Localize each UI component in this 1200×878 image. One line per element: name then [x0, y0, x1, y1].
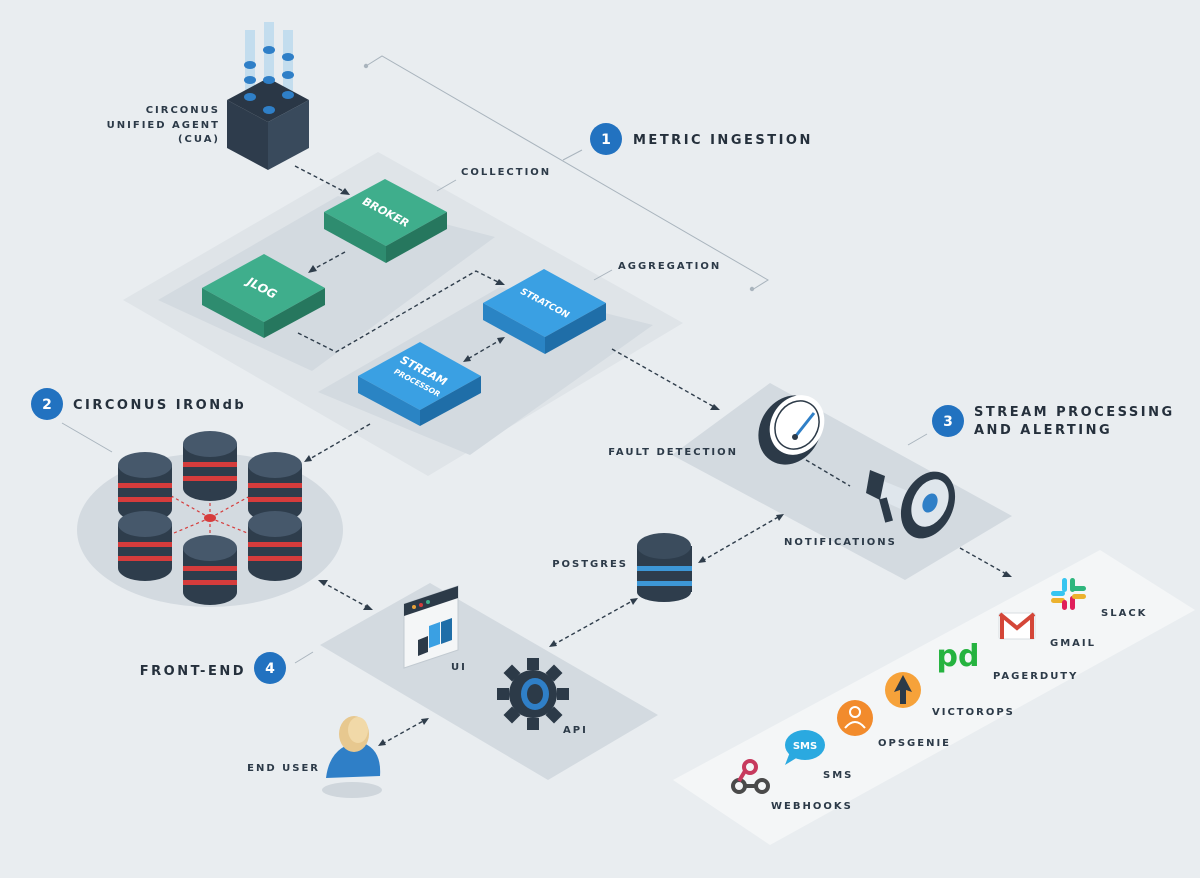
- opsgenie-icon: [837, 700, 873, 736]
- aggregation-label: AGGREGATION: [618, 261, 721, 272]
- cua-label-line3: (CUA): [178, 134, 220, 145]
- cua-label-line2: UNIFIED AGENT: [107, 120, 220, 131]
- svg-text:1: 1: [601, 132, 611, 148]
- cua-label-line1: CIRCONUS: [146, 105, 220, 116]
- step-3-badge: 3: [932, 405, 964, 437]
- notifications-label: NOTIFICATIONS: [784, 537, 897, 548]
- gear-icon: [497, 658, 569, 730]
- data-flow-arrows: [294, 165, 1012, 746]
- irondb-node-4: [118, 511, 172, 581]
- irondb-node-6: [183, 535, 237, 605]
- step-2-title: CIRCONUS IRONdb: [73, 398, 246, 413]
- victorops-icon: [885, 672, 921, 708]
- slack-label: SLACK: [1101, 608, 1147, 619]
- step-4-title: FRONT-END: [140, 664, 246, 679]
- opsgenie-label: OPSGENIE: [878, 738, 951, 749]
- gmail-icon: [998, 612, 1036, 640]
- leader-lines: [61, 55, 928, 664]
- step-1-badge: 1: [590, 123, 622, 155]
- pagerduty-icon: pd: [937, 639, 980, 674]
- broker-box: BROKER: [324, 179, 447, 263]
- stream-processor-box: STREAM PROCESSOR: [358, 342, 481, 426]
- svg-text:3: 3: [943, 414, 953, 430]
- postgres-label: POSTGRES: [552, 559, 628, 570]
- step-1-title: METRIC INGESTION: [633, 133, 813, 148]
- cua-agent: [227, 22, 309, 170]
- integrations-platform: [673, 550, 1195, 845]
- step-3-title-line1: STREAM PROCESSING: [974, 405, 1175, 420]
- sms-bubble-text: SMS: [793, 741, 817, 752]
- end-user-label: END USER: [247, 763, 320, 774]
- step-2-badge: 2: [31, 388, 63, 420]
- ui-window-icon: [403, 585, 459, 669]
- api-label: API: [563, 725, 588, 736]
- megaphone-icon: [866, 470, 956, 539]
- irondb-node-1: [118, 452, 172, 522]
- irondb-node-5: [248, 511, 302, 581]
- gauge-icon: [758, 395, 825, 465]
- pagerduty-label: PAGERDUTY: [993, 671, 1078, 682]
- collection-label: COLLECTION: [461, 167, 551, 178]
- fault-detection-label: FAULT DETECTION: [608, 447, 738, 458]
- step-3-title-line2: AND ALERTING: [974, 423, 1112, 438]
- stratcon-box: STRATCON: [483, 269, 606, 354]
- webhooks-icon: [731, 759, 770, 794]
- svg-text:4: 4: [265, 661, 275, 677]
- irondb-node-2: [183, 431, 237, 501]
- sms-bubble-icon: SMS: [785, 730, 825, 765]
- webhooks-label: WEBHOOKS: [771, 801, 853, 812]
- sms-label: SMS: [823, 770, 853, 781]
- ui-label: UI: [451, 662, 467, 673]
- postgres-db-icon: [637, 533, 692, 602]
- gmail-label: GMAIL: [1050, 638, 1096, 649]
- slack-icon: [1051, 578, 1086, 610]
- end-user-icon: [322, 716, 382, 798]
- irondb-nodes: [118, 431, 302, 605]
- jlog-box: JLOG: [202, 254, 325, 338]
- svg-text:2: 2: [42, 397, 52, 413]
- step-4-badge: 4: [254, 652, 286, 684]
- victorops-label: VICTOROPS: [932, 707, 1015, 718]
